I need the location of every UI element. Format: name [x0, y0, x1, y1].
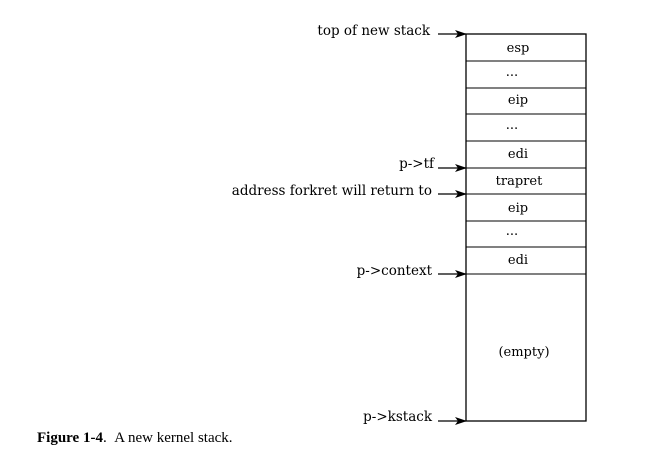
- label-p-kstack: p->kstack: [363, 409, 433, 425]
- label-p-tf: p->tf: [399, 156, 435, 172]
- figure-number: Figure 1-4: [37, 430, 103, 446]
- pointer-labels: top of new stack p->tf address forkret w…: [232, 23, 435, 425]
- figure-caption: Figure 1-4. A new kernel stack.: [37, 430, 233, 447]
- label-p-context: p->context: [357, 263, 433, 279]
- pointer-arrows: [438, 30, 467, 425]
- stack-outline: [465, 33, 587, 422]
- stack-cell-eip-2: eip: [508, 201, 528, 216]
- stack-cell-esp: esp: [507, 41, 530, 56]
- stack-cell-edi-1: edi: [508, 147, 528, 162]
- figure-caption-text: A new kernel stack.: [114, 430, 233, 446]
- stack-cell-empty: (empty): [498, 345, 549, 360]
- label-top-of-new-stack: top of new stack: [317, 23, 430, 39]
- figure-separator: .: [102, 430, 107, 446]
- stack-cell-ellipsis-3: ...: [506, 224, 518, 239]
- label-forkret-return: address forkret will return to: [232, 183, 432, 199]
- stack-cells: esp ... eip ... edi trapret eip ... edi …: [496, 41, 550, 360]
- stack-dividers: [466, 60, 586, 275]
- stack-cell-eip-1: eip: [508, 93, 528, 108]
- stack-cell-ellipsis-1: ...: [506, 65, 518, 80]
- stack-cell-trapret: trapret: [496, 174, 543, 189]
- stack-cell-ellipsis-2: ...: [506, 118, 518, 133]
- stack-cell-edi-2: edi: [508, 253, 528, 268]
